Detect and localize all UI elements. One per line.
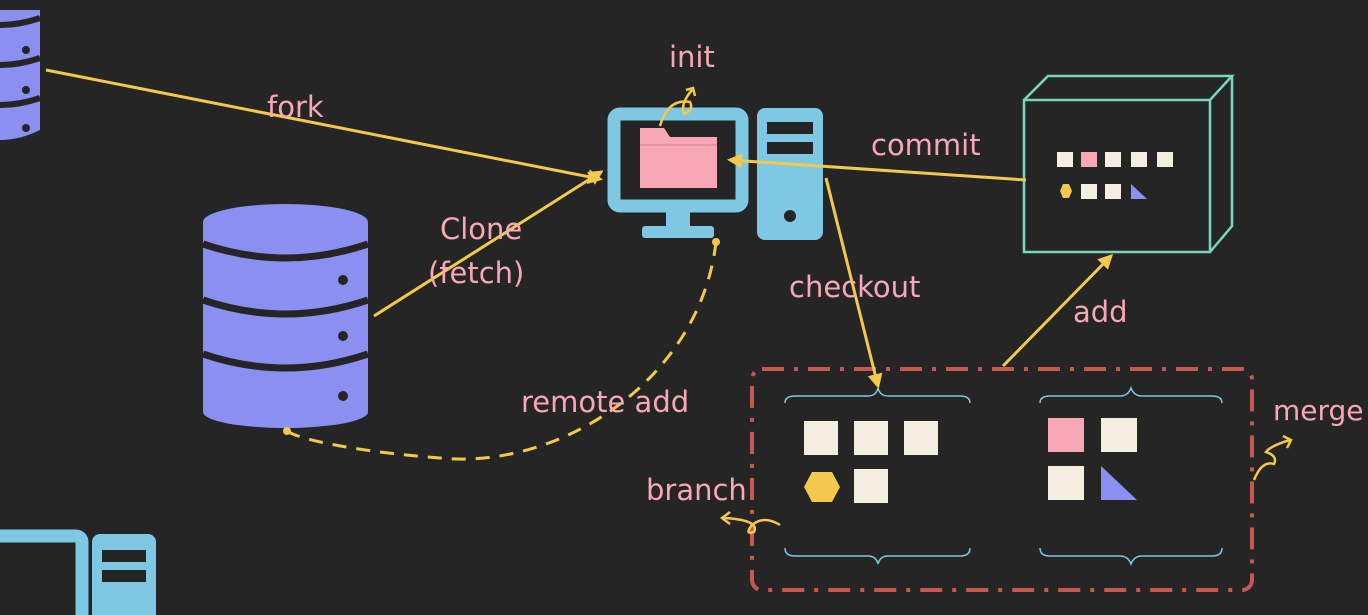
remote-add-start-dot [712, 238, 720, 246]
label-clone: Clone [440, 212, 522, 246]
label-init: init [669, 40, 715, 74]
second-computer-icon [0, 529, 156, 615]
staged-files [1057, 152, 1173, 199]
staging-area-box-icon [1022, 74, 1235, 254]
label-fork: fork [267, 90, 324, 124]
forked-database-icon [201, 204, 370, 428]
label-commit: commit [871, 128, 981, 162]
label-merge: merge [1273, 394, 1364, 427]
clone-arrow [373, 170, 604, 318]
remote-database-top-icon [0, 10, 41, 140]
remote-add-arrow [286, 241, 718, 461]
branch-two-files [1048, 418, 1137, 500]
commit-arrow [727, 153, 1027, 182]
label-remote-add: remote add [521, 385, 689, 419]
init-curl-arrow [658, 86, 697, 127]
arrows [45, 68, 1114, 461]
folder-icon [640, 128, 717, 188]
branch-curl-arrow [719, 511, 781, 534]
branch-one-files [804, 421, 938, 503]
local-computer-icon [607, 107, 823, 240]
branch-braces [784, 385, 1223, 567]
add-arrow [1001, 253, 1114, 368]
checkout-arrow [824, 177, 883, 389]
merge-curl-arrow [1252, 434, 1293, 481]
label-checkout: checkout [789, 270, 920, 304]
label-branch: branch [646, 473, 747, 507]
label-fetch: (fetch) [428, 256, 524, 290]
fork-arrow [45, 68, 603, 185]
remote-add-end-dot [283, 427, 291, 435]
branches-area [750, 367, 1254, 592]
label-add: add [1073, 295, 1128, 329]
